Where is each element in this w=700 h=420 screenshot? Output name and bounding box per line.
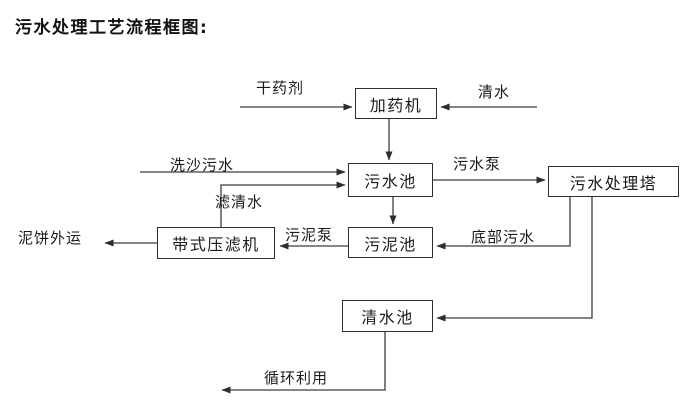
connector-treatment-tower-to-clean-water-pool [436, 197, 593, 322]
flow-label-dry-agent: 干药剂 [256, 79, 305, 97]
flow-label-clean-water: 清水 [478, 83, 511, 101]
connector-treatment-tower-to-sludge-pool [436, 197, 571, 250]
node-sewage-pool: 污水池 [348, 163, 433, 197]
node-belt-filter-press-label: 带式压滤机 [172, 235, 260, 254]
node-dosing-machine-label: 加药机 [369, 95, 423, 115]
flow-label-filtered-water: 滤清水 [215, 193, 264, 211]
flow-label-bottom-sewage: 底部污水 [471, 228, 536, 246]
page-title: 污水处理工艺流程框图: [15, 18, 209, 38]
node-sludge-pool: 污泥池 [348, 227, 433, 258]
node-sludge-pool-label: 污泥池 [364, 234, 417, 254]
connector-clean-water-pool-to-recycling [221, 332, 386, 394]
node-belt-filter-press: 带式压滤机 [157, 227, 275, 259]
flow-label-mud-cake-outbound: 泥饼外运 [18, 229, 83, 247]
node-clean-water-pool: 清水池 [342, 300, 433, 332]
node-clean-water-pool-label: 清水池 [361, 308, 414, 327]
node-sewage-treatment-tower: 污水处理塔 [548, 166, 679, 197]
node-dosing-machine: 加药机 [355, 88, 437, 119]
connector-filter-press-to-sewage-pool [220, 181, 346, 227]
flow-label-recycling: 循环利用 [264, 369, 329, 387]
node-sewage-pool-label: 污水池 [364, 172, 417, 191]
flow-label-sand-washing-sewage: 洗沙污水 [170, 156, 235, 174]
flow-label-sludge-pump: 污泥泵 [285, 226, 334, 244]
flow-label-sewage-pump: 污水泵 [453, 155, 502, 173]
node-sewage-treatment-tower-label: 污水处理塔 [569, 173, 658, 193]
